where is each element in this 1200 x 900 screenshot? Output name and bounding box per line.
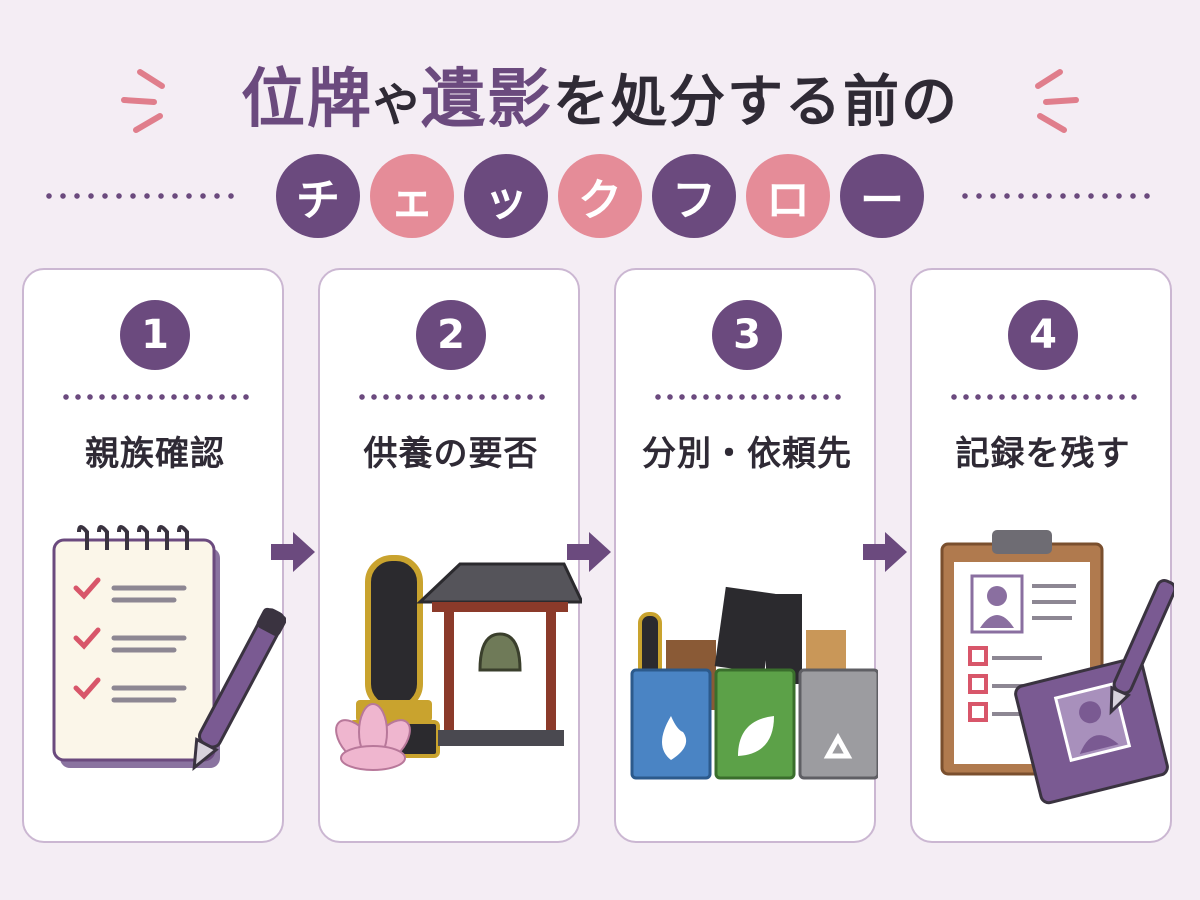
step-number: 3 [712, 300, 782, 370]
step-number: 4 [1008, 300, 1078, 370]
step-card-2: 2 供養の要否 [318, 268, 582, 843]
page-title: 位牌 や 遺影 を処分する前の [241, 48, 959, 140]
subtitle-char: ェ [370, 154, 454, 238]
step-divider [356, 394, 546, 400]
subtitle-char: ッ [464, 154, 548, 238]
step-cards: 1 親族確認 [22, 268, 1178, 843]
subtitle-char: ク [558, 154, 642, 238]
subtitle-char: ー [840, 154, 924, 238]
step-label: 親族確認 [85, 434, 225, 474]
arrow-right-icon [271, 532, 315, 572]
spark-left-icon [121, 69, 165, 133]
arrow-right-icon [567, 532, 611, 572]
step-number: 2 [416, 300, 486, 370]
title-rest: を処分する前の [553, 70, 959, 135]
subtitle-char: ロ [746, 154, 830, 238]
sorting-bins-icon [630, 586, 878, 780]
step-card-1: 1 親族確認 [22, 268, 286, 843]
clipboard-album-icon [940, 530, 1174, 805]
title-row: 位牌 や 遺影 を処分する前の [0, 48, 1200, 140]
step-divider [652, 394, 842, 400]
arrow-right-icon [863, 532, 907, 572]
title-word-ihai: 位牌 [241, 63, 373, 137]
subtitle-char: チ [276, 154, 360, 238]
dotted-divider-left [42, 193, 242, 199]
memorial-tablet-bell-icon [335, 555, 582, 771]
spark-right-icon [1035, 69, 1079, 133]
checklist-notebook-icon [52, 525, 286, 771]
subtitle-bubbles: チ ェ ッ ク フ ロ ー [276, 154, 924, 238]
step-card-3: 3 分別・依頼先 [614, 268, 878, 843]
title-word-iei: 遺影 [421, 63, 553, 137]
step-divider [948, 394, 1138, 400]
subtitle-row: チ ェ ッ ク フ ロ ー [0, 150, 1200, 242]
step-divider [60, 394, 250, 400]
title-particle-ya: や [373, 78, 421, 132]
dotted-divider-right [958, 193, 1158, 199]
step-card-4: 4 記録を残す [910, 268, 1174, 843]
step-label: 供養の要否 [363, 434, 539, 474]
step-label: 記録を残す [955, 434, 1131, 474]
step-label: 分別・依頼先 [642, 434, 852, 474]
subtitle-char: フ [652, 154, 736, 238]
step-number: 1 [120, 300, 190, 370]
